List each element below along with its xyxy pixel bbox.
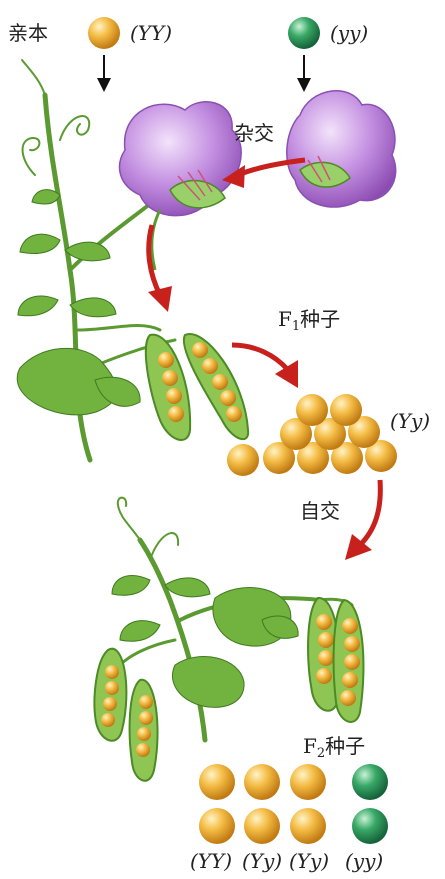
f2-seed-yellow	[290, 764, 326, 800]
f2-seeds-label: F2种子	[303, 735, 365, 765]
down-arrow-icon	[97, 55, 111, 92]
f2-genotype-label: (Yy)	[289, 850, 329, 872]
f2-seed-yellow	[199, 764, 235, 800]
selfing-label: 自交	[300, 500, 340, 522]
f2-subscript: 2	[317, 746, 325, 761]
f1-subscript: 1	[292, 319, 300, 334]
f2-seed-yellow	[290, 808, 326, 844]
f2-seed-yellow	[244, 764, 280, 800]
f2-genotype-label: (yy)	[345, 850, 383, 872]
left-flower	[120, 102, 242, 270]
f2-seed-green	[352, 808, 388, 844]
f2-genotype-label: (Yy)	[242, 850, 282, 872]
parents-label: 亲本	[8, 22, 48, 44]
f2-seed-yellow	[199, 808, 235, 844]
f2-seed-green	[352, 764, 388, 800]
selfing-arrow-icon	[345, 480, 380, 560]
f2-prefix: F	[303, 734, 317, 758]
f2-seed-yellow	[244, 808, 280, 844]
arrow-to-f1-icon	[232, 345, 298, 388]
parent-yellow-seed	[88, 17, 120, 49]
f2-genotype-label: (YY)	[190, 850, 232, 872]
parent-green-genotype: (yy)	[330, 22, 368, 44]
f1-suffix: 种子	[300, 307, 340, 331]
parent-green-seed	[288, 17, 320, 49]
f2-suffix: 种子	[325, 734, 365, 758]
parent-yellow-genotype: (YY)	[130, 22, 172, 44]
down-arrow-icon	[297, 55, 311, 92]
f1-seed-pile	[227, 394, 397, 476]
upper-pea-pods	[146, 334, 248, 440]
f2-seed-grid	[199, 764, 388, 844]
arrow-to-pods-icon	[148, 225, 172, 312]
f1-seeds-label: F1种子	[278, 308, 340, 338]
f1-prefix: F	[278, 307, 292, 331]
cross-label: 杂交	[234, 122, 274, 144]
f1-genotype: (Yy)	[390, 410, 430, 432]
right-flower	[287, 91, 396, 207]
